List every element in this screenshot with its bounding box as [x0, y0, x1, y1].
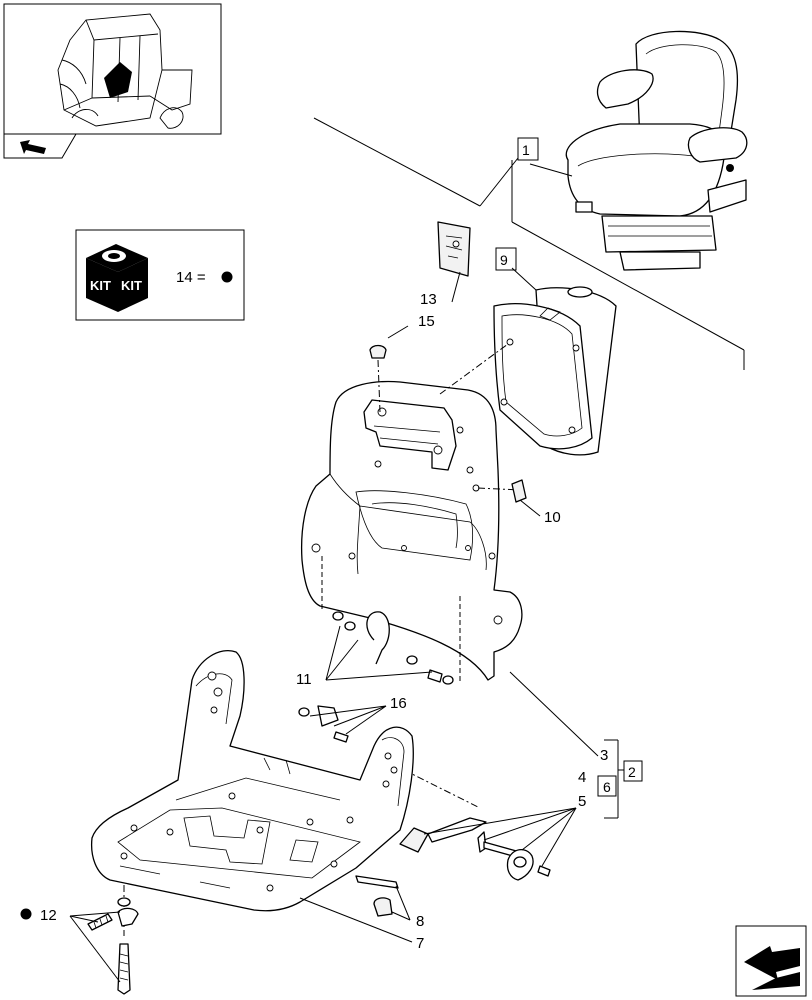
leader-lines	[313, 117, 745, 370]
callout-2: 2	[628, 764, 636, 780]
parts-4-5-lever	[399, 671, 599, 881]
part-11-fasteners	[325, 611, 454, 685]
forward-arrow-icon	[744, 946, 800, 980]
callout-10: 10	[544, 509, 561, 526]
part-16-bracket	[298, 705, 387, 743]
kit-label-left: KIT	[90, 278, 111, 293]
callout-16: 16	[390, 695, 407, 712]
backrest-frame	[300, 380, 523, 681]
highlighted-seat-icon	[104, 62, 132, 98]
callout-box-9	[495, 247, 517, 271]
callout-box-1	[517, 137, 539, 161]
return-arrow-icon	[20, 140, 46, 154]
callout-bracket	[597, 739, 643, 819]
back-arrow-tab[interactable]	[3, 133, 77, 159]
callout-6: 6	[603, 779, 611, 795]
kit-legend-text: 14 =	[176, 269, 206, 286]
part-10-clip	[511, 479, 541, 517]
part-8-clip	[299, 875, 413, 943]
callout-9: 9	[500, 252, 508, 268]
complete-seat-illustration	[565, 30, 748, 271]
callout-3: 3	[600, 747, 608, 764]
tractor-cab-icon	[57, 13, 193, 129]
tractor-thumbnail	[3, 3, 222, 135]
part-9-backrest-cushion	[493, 267, 617, 456]
part-12-fasteners	[20, 897, 139, 995]
part-13-plate	[437, 221, 471, 303]
kit-legend: KIT KIT 14 =	[75, 229, 245, 321]
part-15-cap	[369, 325, 409, 359]
next-page-button[interactable]	[735, 925, 807, 997]
callout-11: 11	[296, 671, 312, 688]
callout-12: 12	[40, 907, 57, 924]
kit-dot-icon	[221, 271, 233, 283]
callout-8: 8	[416, 913, 424, 930]
kit-dot-icon-12	[20, 908, 32, 920]
kit-label-right: KIT	[121, 278, 142, 293]
callout-4: 4	[578, 769, 586, 786]
callout-5: 5	[578, 793, 586, 810]
callout-15: 15	[418, 313, 435, 330]
callout-13: 13	[420, 291, 437, 308]
kit-box-icon: KIT KIT	[86, 244, 148, 312]
callout-1: 1	[522, 142, 530, 158]
callout-7: 7	[416, 935, 424, 952]
seat-base-frame	[90, 650, 414, 912]
